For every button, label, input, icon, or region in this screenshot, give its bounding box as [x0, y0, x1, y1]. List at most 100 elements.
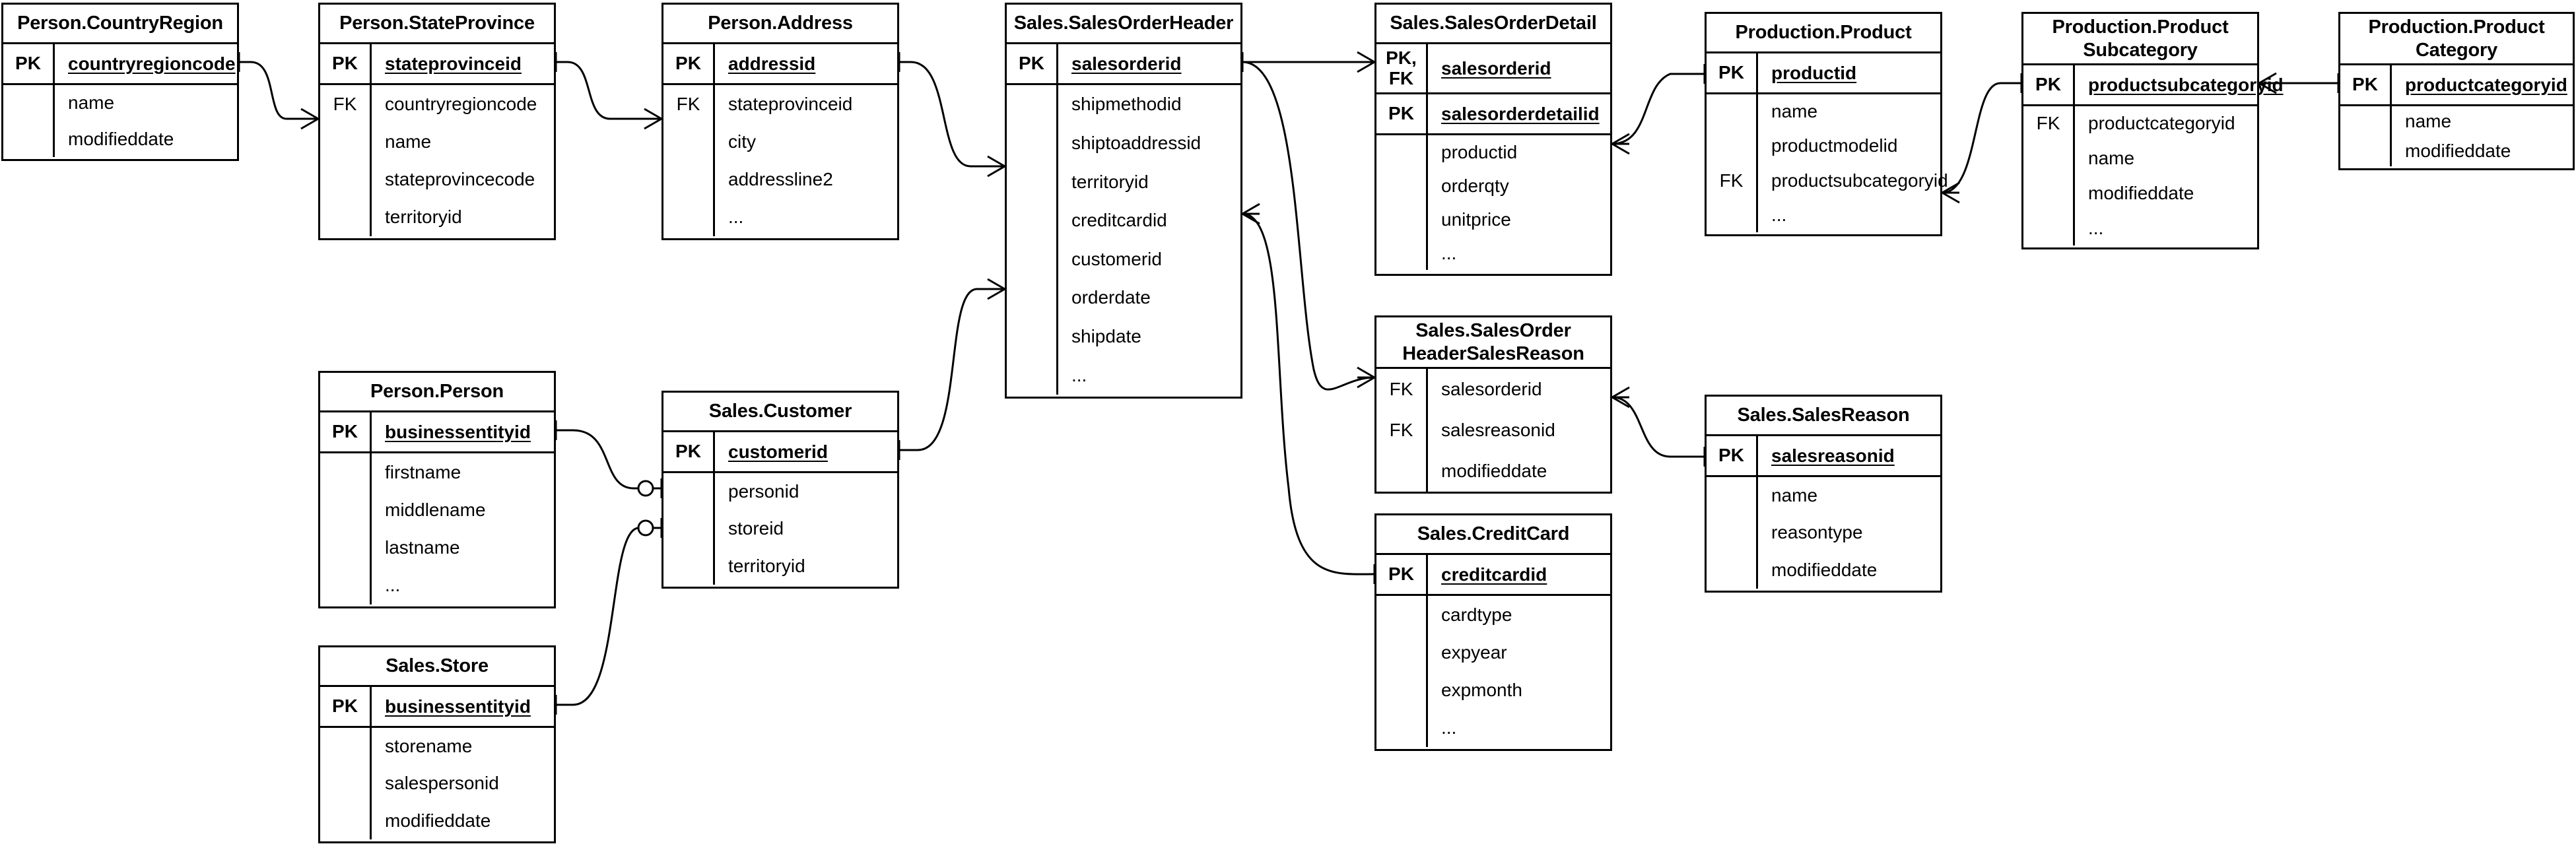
- key-badge: PK: [2023, 65, 2075, 104]
- attribute-fk-badge: FK: [1389, 379, 1413, 399]
- attribute-key-column: FK FK: [1376, 369, 1428, 492]
- crowsfoot-prong: [1611, 396, 1630, 408]
- attribute-block: name modifieddate: [2340, 106, 2573, 166]
- crowsfoot-prong: [300, 108, 319, 120]
- attribute-name: ...: [1441, 242, 1457, 263]
- attribute-key-blank: [2340, 137, 2390, 167]
- attribute-name: personid: [728, 481, 799, 502]
- attribute-name: modifieddate: [1441, 461, 1547, 481]
- crowsfoot-prong: [1357, 61, 1375, 73]
- key-column-name: stateprovinceid: [385, 53, 522, 74]
- crowsfoot-prong: [1242, 212, 1260, 225]
- crowsfoot-prong: [1357, 376, 1375, 389]
- attribute-name: orderqty: [1441, 175, 1509, 196]
- attribute-key-blank: [320, 453, 370, 491]
- attribute-key-column: [1376, 135, 1428, 270]
- entity-title: Person.StateProvince: [320, 5, 554, 44]
- attribute-fk-badge: FK: [1389, 420, 1413, 440]
- crowsfoot-prong: [1611, 386, 1630, 399]
- key-column-name: salesorderdetailid: [1441, 103, 1600, 124]
- key-badge: PK: [1707, 436, 1758, 475]
- crowsfoot-prong: [300, 117, 319, 130]
- attribute-key-blank: [320, 567, 370, 604]
- key-column-name: addressid: [728, 53, 816, 74]
- attribute-name: territoryid: [1071, 171, 1149, 192]
- relationship-product-productsubcategory: [1942, 73, 2023, 204]
- key-badge: PK: [2340, 65, 2392, 104]
- relationship-salesorderdetail-product: [1611, 64, 1706, 155]
- attribute-key-blank: [320, 199, 370, 236]
- attribute-name: modifieddate: [1771, 559, 1878, 580]
- attribute-name: productid: [1441, 141, 1518, 162]
- relationship-store-customer: [555, 518, 663, 715]
- attribute-name: name: [2405, 110, 2452, 131]
- attribute-key-blank: [1007, 317, 1056, 356]
- attribute-name: cardtype: [1441, 604, 1512, 625]
- entity-title: Person.Address: [663, 5, 897, 44]
- attribute-name: middlename: [385, 499, 486, 520]
- entity-title: Sales.SalesReason: [1707, 397, 1940, 436]
- key-column-name: customerid: [728, 441, 828, 462]
- key-badge: PK: [1707, 53, 1758, 92]
- attribute-key-blank: [1376, 135, 1426, 169]
- attribute-key-column: [320, 728, 372, 839]
- attribute-name: expyear: [1441, 641, 1507, 663]
- attribute-name: salesreasonid: [1441, 420, 1555, 440]
- attribute-name: ...: [1441, 717, 1457, 738]
- attribute-name: ...: [728, 207, 744, 228]
- crowsfoot-prong: [1611, 143, 1630, 155]
- crowsfoot-prong: [1357, 51, 1375, 63]
- attribute-key-blank: [1376, 203, 1426, 236]
- attribute-key-blank: [320, 728, 370, 765]
- attribute-key-blank: [1007, 240, 1056, 279]
- attribute-name: productsubcategoryid: [1771, 170, 1948, 191]
- attribute-key-blank: [320, 123, 370, 160]
- attribute-key-column: [1007, 85, 1058, 395]
- attribute-key-column: [320, 453, 372, 604]
- attribute-key-column: [1707, 477, 1758, 589]
- attribute-key-blank: [1007, 356, 1056, 395]
- attribute-key-blank: [663, 123, 713, 160]
- attribute-name: city: [728, 131, 756, 152]
- crowsfoot-prong: [987, 278, 1005, 290]
- attribute-key-blank: [1007, 124, 1056, 163]
- attribute-key-blank: [1707, 94, 1756, 129]
- attribute-name: productcategoryid: [2088, 113, 2235, 134]
- attribute-name: expmonth: [1441, 680, 1522, 701]
- relationship-line: [239, 61, 318, 120]
- attribute-key-blank: [2340, 106, 2390, 137]
- attribute-name: ...: [1071, 364, 1087, 385]
- attribute-name: stateprovinceid: [728, 93, 853, 114]
- attribute-name: modifieddate: [2405, 141, 2511, 162]
- relationship-line: [1242, 212, 1375, 575]
- relationship-line: [899, 288, 1005, 451]
- relationship-line: [556, 61, 661, 120]
- attribute-name-column: name modifieddate: [2392, 106, 2573, 166]
- attribute-key-column: [663, 473, 715, 585]
- relationship-person-customer: [555, 420, 663, 498]
